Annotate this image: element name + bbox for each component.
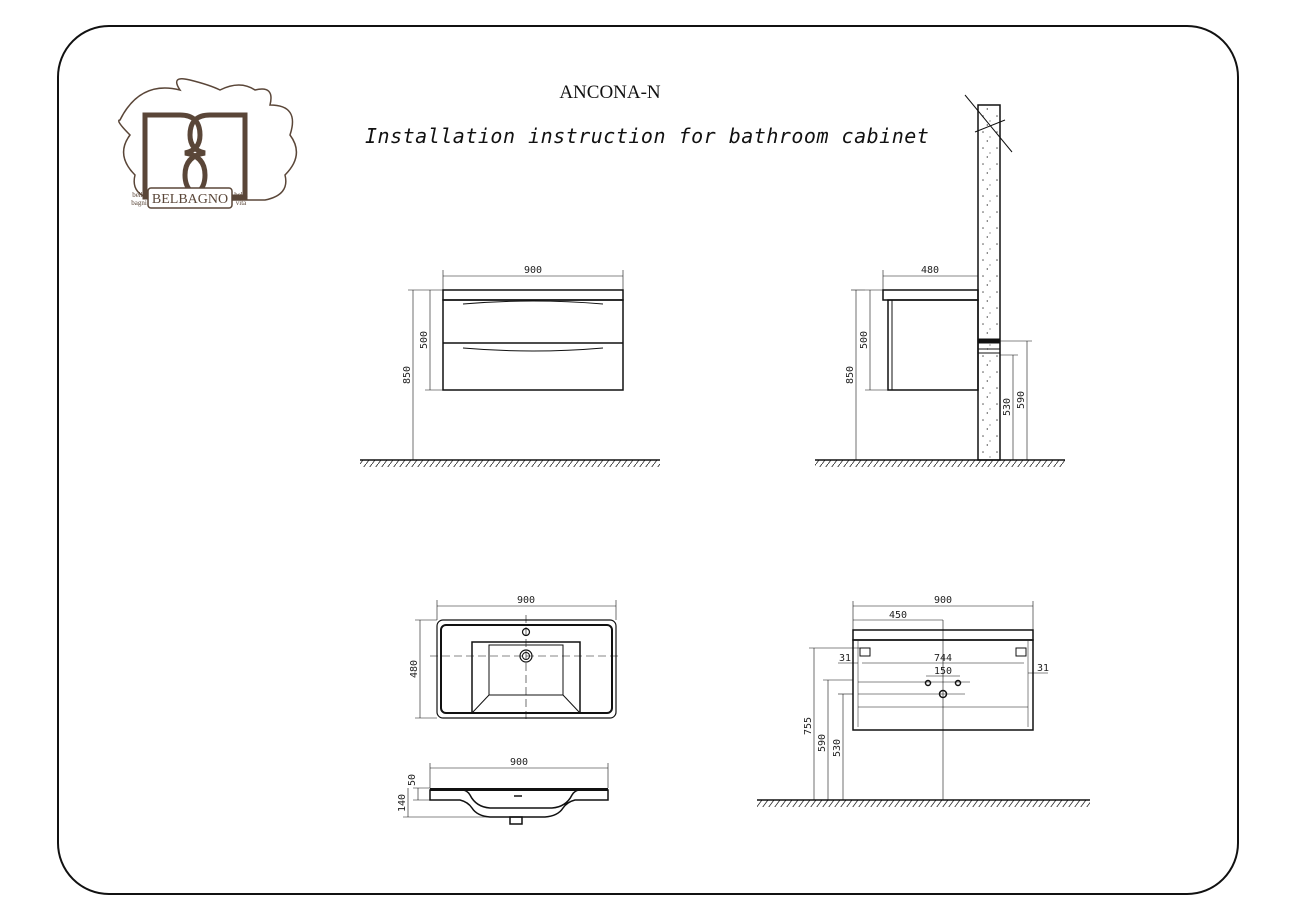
dim-side-outlet-lower: 530 [1002,398,1013,416]
logo-ribbon-text: bella [234,191,248,199]
dim-back-half-width: 450 [889,610,907,621]
dim-back-mount-spacing: 744 [934,653,952,664]
logo-ribbon-text: vita [236,199,247,207]
dim-sink-side-height: 140 [397,794,408,812]
belbagno-logo: BELBAGNO bella bagni bella vita [118,78,298,209]
document-subtitle: Installation instruction for bathroom ca… [365,124,930,148]
dim-front-total-height: 850 [402,366,413,384]
dim-back-edge-right: 31 [1037,663,1049,674]
dim-front-cabinet-height: 500 [419,331,430,349]
logo-ribbon-text: bella [132,191,146,199]
logo-brand-text: BELBAGNO [152,192,228,207]
dim-side-outlet-upper: 590 [1016,391,1027,409]
side-view [815,94,1065,467]
sink-side-view [403,763,609,825]
page-border [57,25,1239,895]
front-view [360,270,660,467]
logo-ribbon-text: bagni [131,199,147,207]
dim-sink-side-rim: 50 [407,774,418,786]
dim-back-pipe-spacing: 150 [934,666,952,677]
sink-top-view [415,600,622,722]
dim-back-pipe-height-upper: 590 [817,734,828,752]
dim-back-pipe-height-lower: 530 [832,739,843,757]
dim-side-cabinet-height: 500 [859,331,870,349]
dim-sink-top-width: 900 [517,595,535,606]
back-view [757,601,1090,807]
dim-back-width: 900 [934,595,952,606]
dim-sink-top-depth: 480 [409,660,420,678]
dim-back-edge-left: 31 [839,653,851,664]
dim-sink-side-width: 900 [510,757,528,768]
product-title: ANCONA-N [559,82,661,103]
dim-side-depth: 480 [921,265,939,276]
dim-side-total-height: 850 [845,366,856,384]
dim-front-width: 900 [524,265,542,276]
dim-back-mount-height: 755 [803,717,814,735]
